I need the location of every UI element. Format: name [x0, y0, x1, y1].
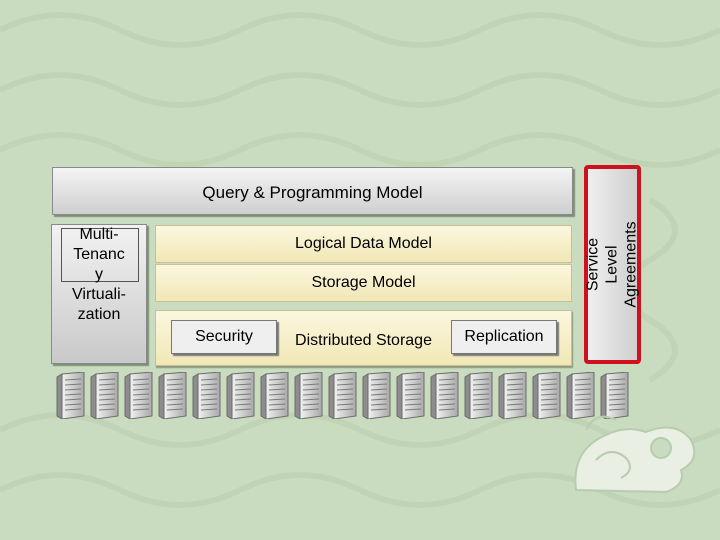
server-tower-icon	[464, 372, 493, 419]
multi-tenancy-highlight	[61, 228, 139, 282]
storage-model-layer: Storage Model	[155, 264, 572, 302]
server-tower-icon	[498, 372, 527, 419]
server-tower-icon	[362, 372, 391, 419]
distributed-storage-label: Distributed Storage	[295, 332, 432, 349]
server-tower-icon	[600, 372, 629, 419]
server-tower-icon	[158, 372, 187, 419]
dragon-ornament-icon	[574, 415, 696, 494]
sla-label: Service Level Agreements	[585, 221, 641, 308]
server-tower-icon	[396, 372, 425, 419]
replication-box: Replication	[451, 320, 557, 354]
logical-data-model-layer: Logical Data Model	[155, 225, 572, 263]
server-tower-icon	[328, 372, 357, 419]
multi-tenancy-box: Multi- Tenanc y Virtuali- zation	[51, 224, 147, 364]
server-tower-icon	[192, 372, 221, 419]
server-tower-icon	[430, 372, 459, 419]
replication-label: Replication	[464, 328, 544, 345]
server-tower-icon	[90, 372, 119, 419]
query-programming-layer: Query & Programming Model	[52, 167, 573, 215]
service-level-agreements-box: Service Level Agreements	[584, 165, 641, 364]
server-tower-icon	[566, 372, 595, 419]
storage-model-label: Storage Model	[311, 274, 416, 291]
security-box: Security	[171, 320, 277, 354]
logical-data-model-label: Logical Data Model	[295, 235, 432, 252]
multi-tenancy-label: Multi- Tenanc y Virtuali- zation	[72, 226, 126, 323]
server-tower-icon	[56, 372, 85, 419]
server-tower-icon	[532, 372, 561, 419]
server-tower-icon	[124, 372, 153, 419]
server-tower-icon	[260, 372, 289, 419]
server-tower-icon	[294, 372, 323, 419]
security-label: Security	[195, 328, 253, 345]
server-tower-icon	[226, 372, 255, 419]
query-programming-label: Query & Programming Model	[202, 183, 423, 202]
